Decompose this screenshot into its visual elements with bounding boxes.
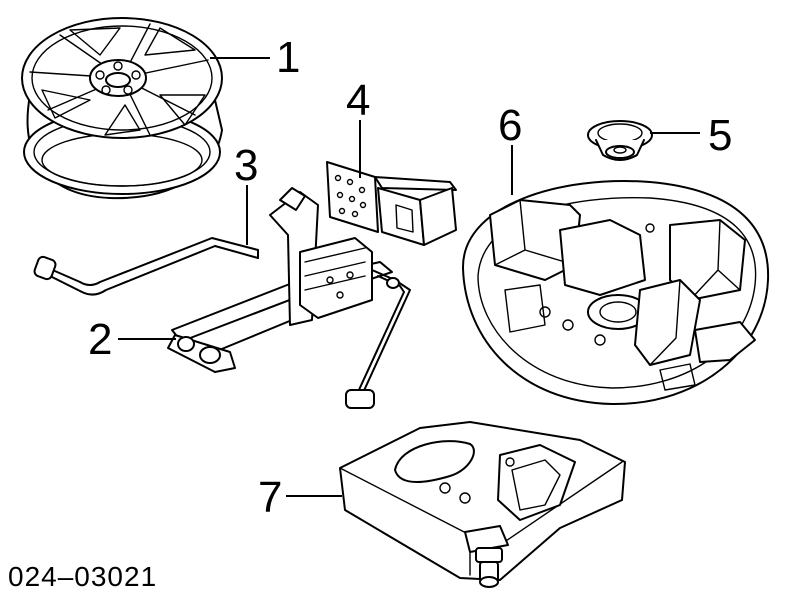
callout-7: 7 <box>258 473 282 522</box>
callout-2: 2 <box>88 315 112 364</box>
jack-bracket-illustration <box>326 161 457 246</box>
callout-3: 3 <box>234 141 258 190</box>
callout-4: 4 <box>346 76 370 125</box>
wing-nut-illustration <box>587 120 653 161</box>
callout-6: 6 <box>498 101 522 150</box>
jack-handle-illustration <box>33 237 259 296</box>
diagram-code: 024–03021 <box>8 561 157 592</box>
callout-5: 5 <box>708 111 732 160</box>
leader-lines <box>118 57 700 497</box>
callout-labels: 1 2 3 4 5 6 7 <box>88 33 732 522</box>
foam-tray-illustration <box>461 180 770 406</box>
spare-wheel-illustration <box>21 17 223 200</box>
tool-storage-block-illustration <box>339 421 626 588</box>
callout-1: 1 <box>276 33 300 82</box>
jack-illustration <box>167 187 411 409</box>
